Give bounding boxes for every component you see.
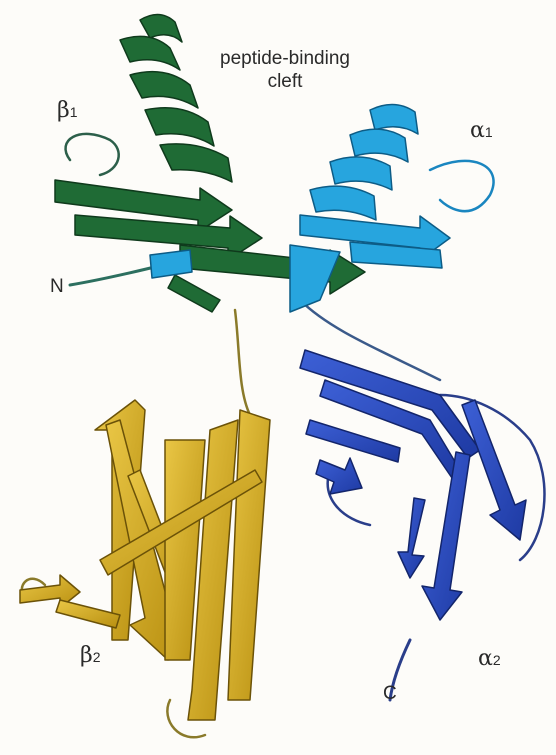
alpha2-strand	[398, 498, 425, 578]
beta1-label: β1	[57, 100, 78, 122]
beta2-domain	[20, 400, 270, 720]
alpha1-symbol: α	[470, 118, 485, 143]
beta1-helix-turn	[120, 36, 180, 70]
beta1-subscript: 1	[70, 104, 78, 120]
alpha1-loop	[430, 161, 494, 211]
alpha2-strand	[462, 400, 526, 540]
cleft-label-line1: peptide-binding	[205, 47, 365, 70]
beta1-symbol: β	[57, 98, 70, 123]
beta2-symbol: β	[80, 643, 93, 668]
n-terminus-label: N	[50, 277, 64, 296]
peptide-binding-cleft-label: peptide-binding cleft	[205, 47, 365, 93]
alpha1-subscript: 1	[485, 124, 493, 140]
beta1-helix-turn	[130, 72, 198, 108]
beta1-loop	[66, 134, 119, 175]
alpha2-domain	[300, 350, 526, 620]
hinge-loop-1	[235, 310, 250, 415]
beta1-helix-turn	[160, 144, 232, 182]
beta2-subscript: 2	[93, 649, 101, 665]
alpha1-strand	[150, 250, 192, 278]
alpha1-helix-turn	[330, 157, 392, 190]
alpha2-strand	[422, 452, 470, 620]
alpha2-strand	[316, 458, 362, 494]
cleft-label-line2: cleft	[205, 70, 365, 93]
alpha2-label: α2	[478, 648, 501, 670]
beta1-strand	[168, 275, 220, 312]
alpha2-subscript: 2	[493, 652, 501, 668]
alpha2-strand	[306, 420, 400, 462]
alpha1-label: α1	[470, 120, 493, 142]
alpha2-symbol: α	[478, 646, 493, 671]
beta1-helix-turn	[145, 108, 214, 146]
alpha1-helix-turn	[310, 186, 376, 220]
beta2-label: β2	[80, 645, 101, 667]
beta2-strand	[56, 600, 120, 628]
c-terminus-label: C	[383, 684, 397, 703]
